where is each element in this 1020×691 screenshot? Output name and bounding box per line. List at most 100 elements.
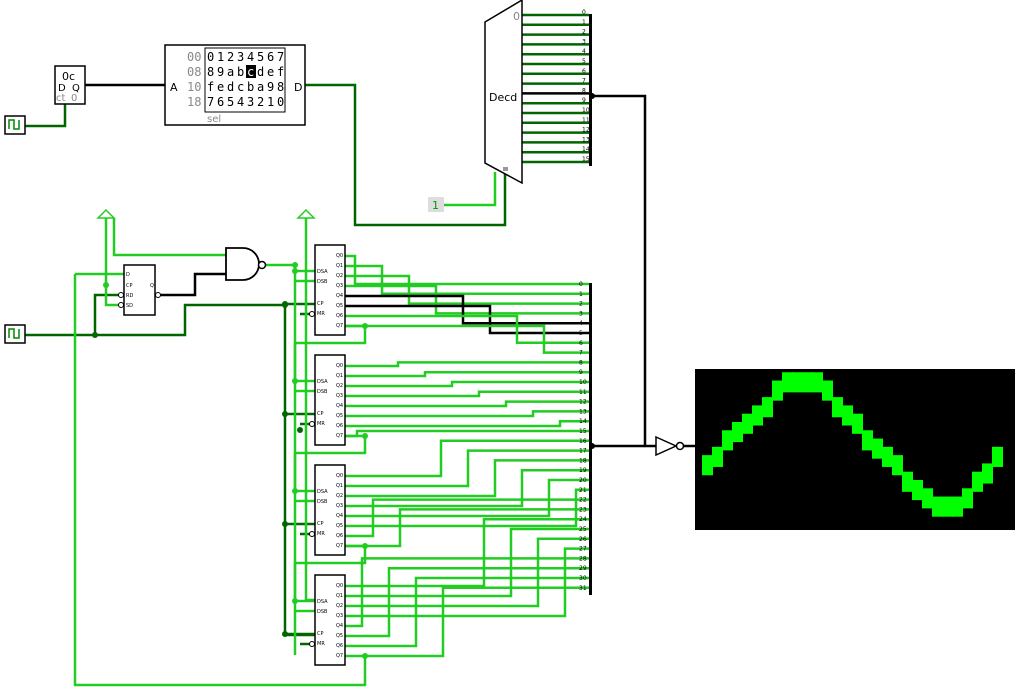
display-pixel xyxy=(902,471,913,492)
constant-one[interactable]: 1 xyxy=(428,197,444,212)
rom-cell: 2 xyxy=(227,50,234,64)
sr-bus-wire-30 xyxy=(345,576,589,648)
power-triangle-1 xyxy=(96,208,116,219)
display-waveform xyxy=(702,372,1003,517)
display-pixel xyxy=(852,413,863,434)
display-pixel xyxy=(882,446,893,467)
dff-pin-Q: Q xyxy=(150,283,154,289)
sr-bus-wire-20 xyxy=(345,478,589,518)
bus-output-label-9: 9 xyxy=(579,369,583,376)
rom-cell: 0 xyxy=(207,50,214,64)
rom-data-label: D xyxy=(294,81,302,94)
bus-output-label-3: 3 xyxy=(579,310,583,317)
sr-bus-wire-9 xyxy=(345,370,589,378)
junction-dot xyxy=(362,653,368,659)
junction-dot xyxy=(92,332,98,338)
junction-dot xyxy=(103,282,109,288)
counter-ct-label: ct xyxy=(56,93,65,104)
bus-output-label-21: 21 xyxy=(579,487,587,494)
bus-output-label-10: 10 xyxy=(579,379,587,386)
display-pixel xyxy=(792,372,803,393)
decoder-output-label-6: 6 xyxy=(582,68,586,75)
decoder-output-label-2: 2 xyxy=(582,29,586,36)
sr-pin-Q0: Q0 xyxy=(336,253,343,259)
sr-input-DSA: DSA xyxy=(317,599,328,605)
sr-bus-wire-27 xyxy=(345,547,589,618)
sr-pin-Q6: Q6 xyxy=(336,643,343,649)
sr-pin-Q7: Q7 xyxy=(336,323,343,329)
bus-output-label-17: 17 xyxy=(579,448,587,455)
display-pixel xyxy=(762,397,773,418)
rom-address-1: 08 xyxy=(187,65,201,79)
rom-cell: 1 xyxy=(217,50,224,64)
sr-bus-wire-29 xyxy=(345,566,589,638)
clock2-wire xyxy=(25,303,315,637)
inverter-gate[interactable] xyxy=(655,435,685,457)
sr-pin-Q6: Q6 xyxy=(336,313,343,319)
shift-register-body xyxy=(314,354,346,446)
bus-output-label-0: 0 xyxy=(579,281,583,288)
sr-input-CP: CP xyxy=(317,521,324,527)
sr-bus-wire-4 xyxy=(345,294,589,325)
junction-dot xyxy=(282,302,288,308)
sr-bus-wire-14 xyxy=(345,419,589,428)
sd-bubble xyxy=(118,302,124,308)
sr-bus-wire-6 xyxy=(345,314,589,345)
junction-dot xyxy=(292,268,298,274)
display-pixel xyxy=(862,430,873,451)
decoder-label: Decd xyxy=(489,91,517,104)
rom-cell: b xyxy=(247,80,254,94)
clock-input-2[interactable] xyxy=(4,324,26,344)
rom-cell: f xyxy=(207,80,214,94)
bus-output-label-20: 20 xyxy=(579,477,587,484)
counter-ct-value: 0 xyxy=(71,93,77,104)
rom-select-label: sel xyxy=(207,114,221,125)
clock-input-1[interactable] xyxy=(4,115,26,135)
dff-pin-SD: SD xyxy=(126,303,133,309)
sr-bus-wire-24 xyxy=(345,517,589,588)
decoder-output-label-10: 10 xyxy=(582,107,590,114)
decoder-select-value: 0 xyxy=(513,10,520,23)
display-pixel xyxy=(832,397,843,418)
sr-pin-Q2: Q2 xyxy=(336,273,343,279)
rd-bubble xyxy=(118,292,124,298)
sr-bus-wire-21 xyxy=(345,488,589,528)
display-pixel xyxy=(932,496,943,517)
rom-cell: b xyxy=(237,65,244,79)
rom-cell: d xyxy=(257,65,264,79)
rom-selected-cell xyxy=(246,65,256,78)
sr-pin-Q3: Q3 xyxy=(336,613,343,619)
nand-gate[interactable] xyxy=(225,247,267,281)
sr-pin-Q1: Q1 xyxy=(336,483,343,489)
bus-output-label-27: 27 xyxy=(579,546,587,553)
rom-cell: f xyxy=(277,65,284,79)
sr-pin-Q3: Q3 xyxy=(336,283,343,289)
bus-output-label-11: 11 xyxy=(579,389,587,396)
sr-pin-Q2: Q2 xyxy=(336,493,343,499)
sr-bus-wire-22 xyxy=(345,498,589,538)
bus-output-label-31: 31 xyxy=(579,585,587,592)
display-pixel xyxy=(972,471,983,492)
sr-pin-Q7: Q7 xyxy=(336,653,343,659)
display-pixel xyxy=(992,446,1003,467)
power-triangle-2 xyxy=(296,208,316,219)
mr-inversion-bubble xyxy=(309,311,315,317)
rom-cell: 8 xyxy=(277,80,284,94)
bus-output-label-14: 14 xyxy=(579,418,587,425)
bus-output-label-16: 16 xyxy=(579,438,587,445)
decoder[interactable]: Decd 0 xyxy=(484,0,523,185)
sr-pin-Q6: Q6 xyxy=(336,423,343,429)
sr-input-DSA: DSA xyxy=(317,489,328,495)
decoder-output-label-1: 1 xyxy=(582,19,586,26)
counter-register[interactable]: 0c D Q ct 0 xyxy=(54,65,86,105)
rom-address-3: 18 xyxy=(187,95,201,109)
sr-input-CP: CP xyxy=(317,301,324,307)
junction-dot xyxy=(292,262,298,268)
